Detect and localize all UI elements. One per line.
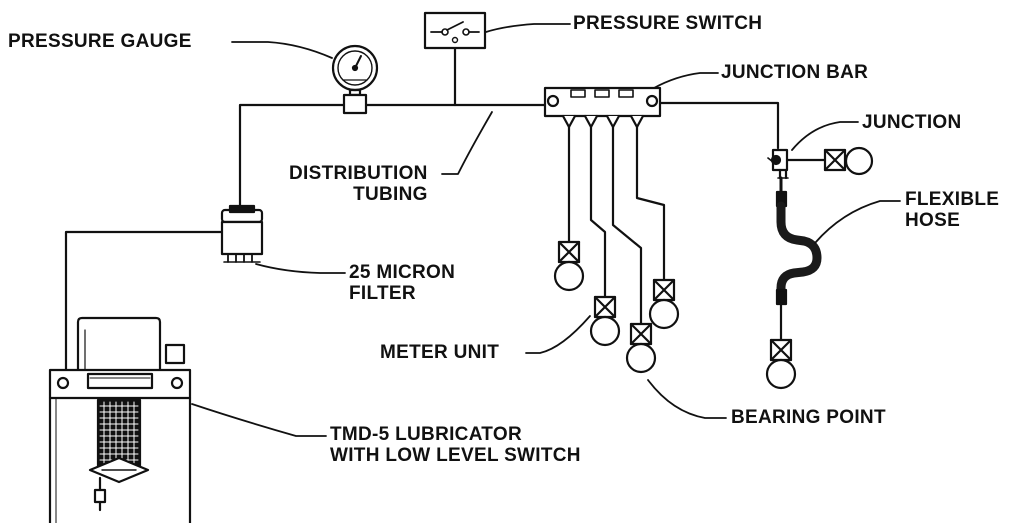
pressure-gauge-icon	[331, 44, 379, 115]
lubricator-label: TMD-5 LUBRICATOR WITH LOW LEVEL SWITCH	[330, 424, 581, 466]
junction-bar-icon	[543, 86, 662, 129]
bearing-point-icon	[553, 260, 797, 390]
pressure-switch-icon	[423, 11, 487, 50]
pressure-switch-label: PRESSURE SWITCH	[573, 13, 763, 34]
lubricator-icon	[48, 316, 192, 523]
filter-label-line1: 25 MICRON	[349, 262, 456, 283]
lubricator-label-line2: WITH LOW LEVEL SWITCH	[330, 445, 581, 466]
leader-lines	[191, 23, 901, 437]
junction-icon	[767, 146, 874, 180]
pressure-gauge-label: PRESSURE GAUGE	[8, 31, 192, 52]
meter-unit-label: METER UNIT	[380, 342, 500, 363]
distribution-tubing	[64, 46, 827, 380]
bearing-point-label: BEARING POINT	[731, 407, 886, 428]
flexible-hose-icon	[775, 176, 822, 306]
distribution-tubing-label-line1: DISTRIBUTION	[289, 163, 428, 184]
filter-icon	[220, 204, 264, 263]
lubricator-label-line1: TMD-5 LUBRICATOR	[330, 424, 522, 445]
filter-label: 25 MICRON FILTER	[349, 262, 455, 304]
flexible-hose-label: FLEXIBLE HOSE	[905, 189, 999, 231]
flexible-hose-label-line1: FLEXIBLE	[905, 189, 1000, 210]
meter-unit-icon	[557, 240, 793, 362]
junction-label: JUNCTION	[862, 112, 962, 133]
flexible-hose-label-line2: HOSE	[905, 210, 961, 231]
junction-bar-label: JUNCTION BAR	[721, 62, 869, 83]
distribution-tubing-label-line2: TUBING	[353, 184, 428, 205]
filter-label-line2: FILTER	[349, 283, 416, 304]
distribution-tubing-label: DISTRIBUTION TUBING	[289, 163, 428, 205]
